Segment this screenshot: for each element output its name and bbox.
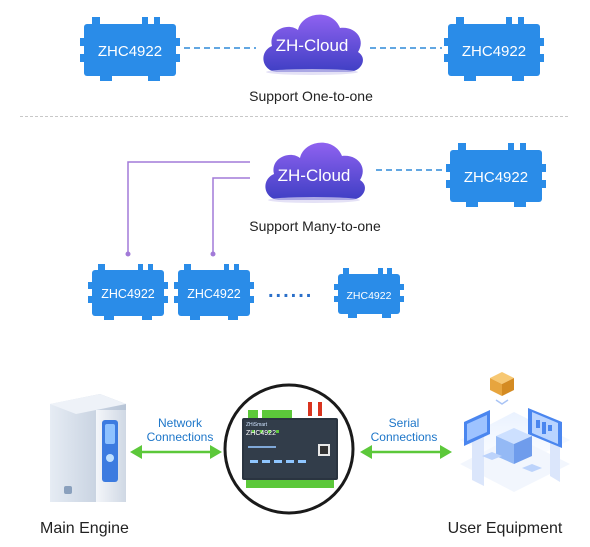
device-label: ZHC4922: [462, 43, 526, 60]
ellipsis: ......: [268, 280, 314, 302]
many-to-one-connectors: [125, 161, 444, 257]
network-double-arrow: [130, 445, 222, 459]
serial-double-arrow: [360, 445, 452, 459]
connection-diagram: Main Engine Network Connections ZHiSmart…: [0, 340, 590, 547]
zhc4922-device-bottom-3: ZHC4922: [334, 268, 404, 318]
user-equipment-icon: [460, 372, 570, 492]
zhc4922-device-right: ZHC4922: [444, 17, 544, 81]
one-to-one-diagram: ZHC4922 ZH-Cloud ZHC4922 Support One-to-…: [0, 0, 590, 116]
main-engine-label: Main Engine: [40, 520, 129, 537]
zh-cloud-icon: [263, 14, 363, 75]
connection-line-right: [370, 47, 442, 49]
server-icon: [50, 394, 126, 502]
module-brand: ZHiSmart: [246, 422, 268, 428]
one-to-one-caption: Support One-to-one: [249, 88, 373, 104]
device-label: ZHC4922: [347, 290, 392, 302]
serial-connections-label: Serial Connections: [356, 416, 452, 444]
network-label-line2: Connections: [146, 430, 214, 444]
zhc4922-device-left: ZHC4922: [80, 17, 180, 81]
zhc4922-device-bottom-2: ZHC4922: [174, 264, 254, 320]
user-equipment-label: User Equipment: [447, 520, 563, 537]
many-to-one-diagram: ZH-Cloud ZHC4922 Support Many-to-one ZHC…: [0, 120, 590, 330]
zhc4922-device-bottom-1: ZHC4922: [88, 264, 168, 320]
cloud-label: ZH-Cloud: [275, 36, 349, 55]
zhc4922-device-right: ZHC4922: [446, 143, 546, 207]
device-label: ZHC4922: [98, 43, 162, 60]
network-connections-label: Network Connections: [132, 416, 228, 444]
serial-label-line1: Serial: [388, 416, 420, 430]
serial-label-line2: Connections: [370, 430, 438, 444]
connection-line-left: [184, 47, 256, 49]
device-label: ZHC4922: [464, 169, 528, 186]
device-label: ZHC4922: [187, 287, 241, 301]
section-divider: [20, 116, 568, 117]
many-to-one-caption: Support Many-to-one: [249, 218, 381, 234]
cloud-label: ZH-Cloud: [277, 166, 351, 185]
device-label: ZHC4922: [101, 287, 155, 301]
zh-cloud-icon: [265, 142, 365, 203]
zhc4922-module-image: [223, 383, 355, 515]
network-label-line1: Network: [157, 416, 202, 430]
module-title: ZHC4922: [246, 430, 276, 437]
